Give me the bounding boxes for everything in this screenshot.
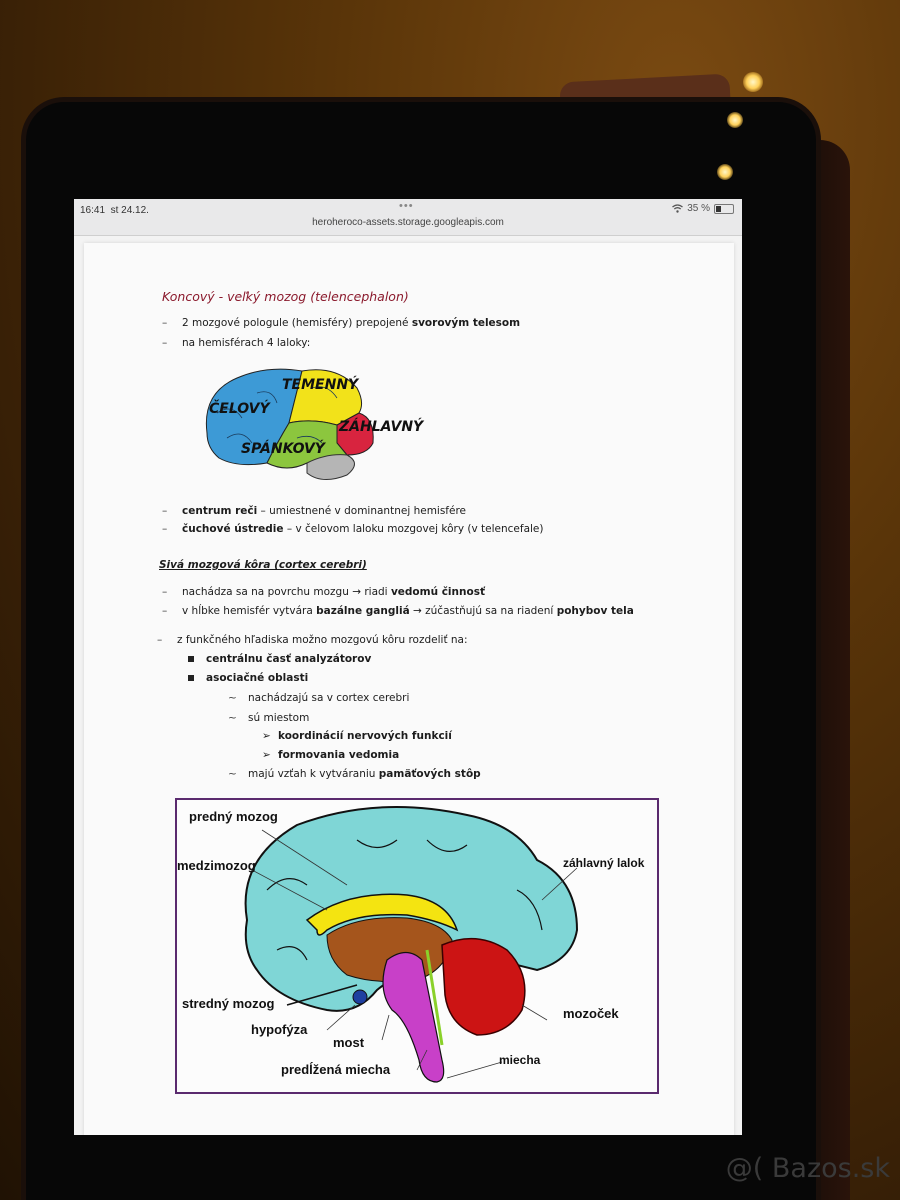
battery-icon: [714, 203, 734, 214]
status-indicators: 35 %: [672, 203, 734, 214]
sub-item: ~majú vzťah k vytváraniu pamäťových stôp: [228, 768, 481, 780]
square-bullet-icon: [188, 675, 194, 681]
lobe-label-temporal: SPÁNKOVÝ: [241, 441, 325, 457]
lobe-label-occipital: ZÁHLAVNÝ: [339, 419, 424, 435]
lobe-label-parietal: TEMENNÝ: [282, 377, 359, 393]
light-reflection: [727, 112, 743, 128]
list-item: –nachádza sa na povrchu mozgu → riadi ve…: [162, 586, 485, 598]
label-miecha: miecha: [499, 1053, 541, 1067]
sub-item: ~sú miestom: [228, 712, 310, 724]
square-bullet-icon: [188, 656, 194, 662]
sagittal-brain-figure: predný mozog medzimozog záhlavný lalok s…: [175, 798, 659, 1094]
wifi-icon: [672, 204, 684, 213]
document-page: Koncový - veľký mozog (telencephalon) –2…: [84, 243, 734, 1135]
light-reflection: [717, 164, 733, 180]
lobe-label-frontal: ČELOVÝ: [209, 401, 270, 417]
brain-lobes-image: [205, 368, 374, 480]
brain-lobes-figure: ČELOVÝ TEMENNÝ ZÁHLAVNÝ SPÁNKOVÝ: [197, 363, 437, 493]
address-bar-url[interactable]: heroheroco-assets.storage.googleapis.com: [312, 217, 504, 228]
arrow-bullet-icon: ➢: [262, 749, 271, 761]
arrow-item: ➢formovania vedomia: [262, 749, 400, 761]
battery-percent: 35 %: [687, 203, 710, 214]
label-mozocek: mozoček: [563, 1006, 619, 1021]
list-item: –na hemisférach 4 laloky:: [162, 337, 311, 349]
sagittal-brain-image: [244, 806, 579, 1083]
browser-status-bar: 16:41 st 24.12. ••• 35 % heroheroco-asse…: [74, 199, 742, 236]
label-stredny-mozog: stredný mozog: [182, 996, 275, 1011]
label-zahlavny-lalok: záhlavný lalok: [563, 856, 645, 870]
tablet-screen: 16:41 st 24.12. ••• 35 % heroheroco-asse…: [74, 199, 742, 1135]
multitask-dots[interactable]: •••: [399, 200, 414, 212]
list-item: –2 mozgové pologule (hemisféry) prepojen…: [162, 317, 521, 329]
list-item: –centrum reči – umiestnené v dominantnej…: [162, 505, 467, 517]
subsection-heading: Sivá mozgová kôra (cortex cerebri): [159, 559, 367, 571]
list-item: –čuchové ústredie – v čelovom laloku moz…: [162, 523, 544, 535]
arrow-bullet-icon: ➢: [262, 730, 271, 742]
list-item: –v hĺbke hemisfér vytvára bazálne gangli…: [162, 605, 634, 617]
label-medzimozog: medzimozog: [177, 858, 256, 873]
label-hypofyza: hypofýza: [251, 1022, 308, 1037]
arrow-item: ➢koordinácií nervových funkcií: [262, 730, 452, 742]
bullet-item: asociačné oblasti: [188, 672, 308, 684]
section-heading: Koncový - veľký mozog (telencephalon): [162, 289, 409, 304]
light-reflection: [743, 72, 763, 92]
watermark: @( Bazos.sk: [725, 1153, 890, 1184]
bullet-item: centrálnu časť analyzátorov: [188, 653, 371, 665]
label-predlzena-miecha: predĺžená miecha: [281, 1062, 391, 1077]
label-predny-mozog: predný mozog: [189, 809, 278, 824]
list-item: –z funkčného hľadiska možno mozgovú kôru…: [157, 634, 468, 646]
status-time: 16:41 st 24.12.: [80, 205, 149, 216]
sub-item: ~nachádzajú sa v cortex cerebri: [228, 692, 410, 704]
label-most: most: [333, 1035, 365, 1050]
